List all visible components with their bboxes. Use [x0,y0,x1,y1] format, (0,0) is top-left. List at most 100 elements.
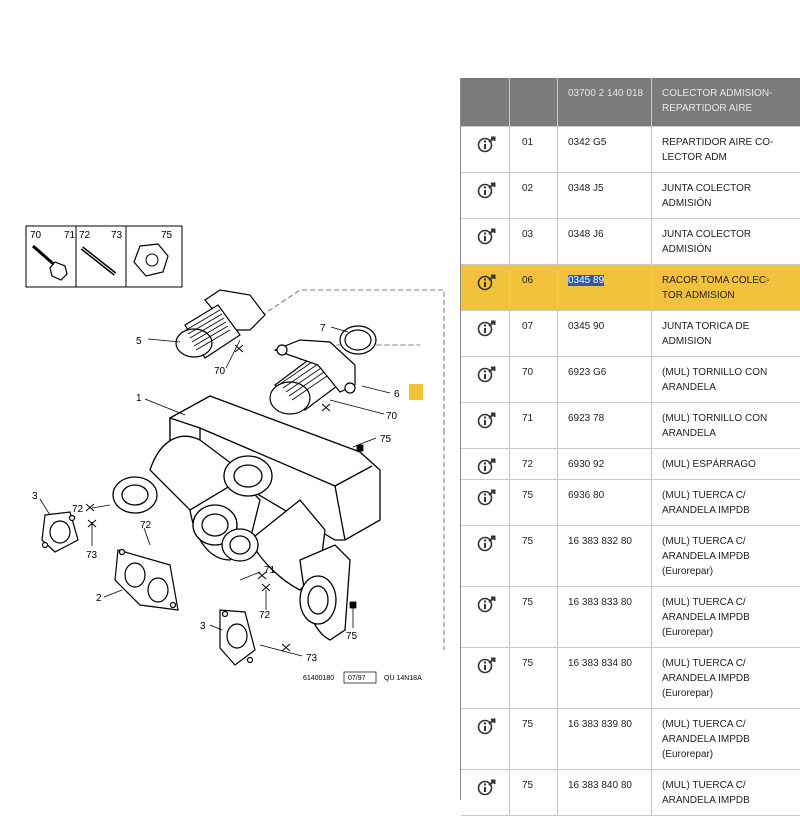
row-icon-cell[interactable] [461,709,510,770]
row-description: (MUL) TUERCA C/ ARANDELA IMPDB (Eurorepa… [652,648,800,708]
row-reference-cell[interactable]: 6923 78 [558,403,652,449]
info-arrow-icon[interactable] [477,534,499,552]
row-icon-cell[interactable] [461,770,510,816]
info-arrow-icon[interactable] [477,457,499,475]
callout-5: 5 [136,336,142,347]
table-row[interactable]: 02 0348 J5 JUNTA COLECTOR ADMISIÓN [461,173,800,219]
row-description: (MUL) TUERCA C/ ARANDELA IMPDB (Eurorepa… [652,526,800,586]
row-reference[interactable]: 0348 J5 [568,183,604,194]
row-reference[interactable]: 16 383 839 80 [568,719,632,730]
table-row[interactable]: 07 0345 90 JUNTA TORICA DE ADMISION [461,311,800,357]
row-reference-cell[interactable]: 16 383 839 80 [558,709,652,770]
table-row[interactable]: 72 6930 92 (MUL) ESPÁRRAGO [461,449,800,480]
info-arrow-icon[interactable] [477,656,499,674]
row-reference[interactable]: 0342 G5 [568,137,606,148]
row-reference-wrap: 0345 89 [558,265,651,295]
row-reference[interactable]: 0345 89 [568,275,604,286]
info-arrow-icon[interactable] [477,319,499,337]
row-icon-cell[interactable] [461,357,510,403]
row-reference[interactable]: 6923 G6 [568,367,606,378]
row-reference-cell[interactable]: 16 383 840 80 [558,770,652,816]
row-reference-cell[interactable]: 0342 G5 [558,127,652,173]
legend-75: 75 [161,230,173,241]
table-row[interactable]: 75 16 383 840 80 (MUL) TUERCA C/ ARANDEL… [461,770,800,816]
row-description-cell: (MUL) TORNILLO CON ARANDELA [652,357,800,403]
row-icon-cell[interactable] [461,219,510,265]
row-description: RACOR TOMA COLEC- TOR ADMISION [652,265,800,310]
row-reference[interactable]: 6923 78 [568,413,604,424]
diagram-date: 07/97 [348,675,366,682]
info-arrow-icon[interactable] [477,227,499,245]
row-reference[interactable]: 6936 80 [568,490,604,501]
table-row[interactable]: 75 16 383 839 80 (MUL) TUERCA C/ ARANDEL… [461,709,800,770]
header-desc-col: COLECTOR ADMISION- REPARTIDOR AIRE [652,78,800,127]
table-row[interactable]: 01 0342 G5 REPARTIDOR AIRE CO- LECTOR AD… [461,127,800,173]
row-number-cell: 75 [510,648,558,709]
table-row[interactable]: 75 16 383 832 80 (MUL) TUERCA C/ ARANDEL… [461,526,800,587]
row-icon-cell[interactable] [461,480,510,526]
row-reference-cell[interactable]: 0348 J5 [558,173,652,219]
info-arrow-icon[interactable] [477,717,499,735]
row-reference-cell[interactable]: 0348 J6 [558,219,652,265]
diagram-footer: 61400180 07/97 QU 14N18A [303,672,422,683]
row-reference-wrap: 16 383 839 80 [558,709,651,739]
row-reference[interactable]: 16 383 840 80 [568,780,632,791]
fastener-legend: 70 71 72 73 75 [26,226,182,287]
row-icon-cell[interactable] [461,648,510,709]
row-number: 01 [510,127,557,157]
table-row[interactable]: 75 6936 80 (MUL) TUERCA C/ ARANDELA IMPD… [461,480,800,526]
info-arrow-icon[interactable] [477,135,499,153]
row-icon-cell[interactable] [461,127,510,173]
row-reference-cell[interactable]: 6936 80 [558,480,652,526]
table-row-selected[interactable]: 06 0345 89 RACOR TOMA COLEC- TOR ADMISIO… [461,265,800,311]
row-reference[interactable]: 0348 J6 [568,229,604,240]
row-reference-cell[interactable]: 16 383 834 80 [558,648,652,709]
info-arrow-icon[interactable] [477,411,499,429]
row-description-cell: (MUL) TUERCA C/ ARANDELA IMPDB (Eurorepa… [652,526,800,587]
callout-7: 7 [320,323,326,334]
bolt-icon [33,246,67,280]
table-row[interactable]: 70 6923 G6 (MUL) TORNILLO CON ARANDELA [461,357,800,403]
row-reference-wrap: 0342 G5 [558,127,651,157]
row-reference-wrap: 16 383 834 80 [558,648,651,678]
row-reference-cell[interactable]: 0345 90 [558,311,652,357]
row-reference[interactable]: 16 383 834 80 [568,658,632,669]
row-icon-cell[interactable] [461,526,510,587]
row-number-cell: 71 [510,403,558,449]
table-row[interactable]: 75 16 383 834 80 (MUL) TUERCA C/ ARANDEL… [461,648,800,709]
row-reference-cell[interactable]: 0345 89 [558,265,652,311]
info-arrow-icon[interactable] [477,273,499,291]
info-arrow-icon[interactable] [477,595,499,613]
row-reference[interactable]: 16 383 833 80 [568,597,632,608]
table-row[interactable]: 03 0348 J6 JUNTA COLECTOR ADMISIÓN [461,219,800,265]
row-icon-cell[interactable] [461,587,510,648]
info-arrow-icon[interactable] [477,488,499,506]
row-icon-cell[interactable] [461,403,510,449]
row-number: 75 [510,709,557,739]
row-number: 07 [510,311,557,341]
row-description-cell: JUNTA COLECTOR ADMISIÓN [652,173,800,219]
row-icon-cell[interactable] [461,265,510,311]
row-icon-cell[interactable] [461,311,510,357]
row-number: 75 [510,480,557,510]
table-row[interactable]: 75 16 383 833 80 (MUL) TUERCA C/ ARANDEL… [461,587,800,648]
row-icon-cell[interactable] [461,449,510,480]
row-reference-cell[interactable]: 6930 92 [558,449,652,480]
row-reference[interactable]: 6930 92 [568,459,604,470]
table-row[interactable]: 71 6923 78 (MUL) TORNILLO CON ARANDELA [461,403,800,449]
row-reference-cell[interactable]: 6923 G6 [558,357,652,403]
parts-list-panel: 03700 2 140 018 COLECTOR ADMISION- REPAR… [460,78,800,800]
info-arrow-icon[interactable] [477,778,499,796]
row-icon-cell[interactable] [461,173,510,219]
row-reference[interactable]: 0345 90 [568,321,604,332]
info-arrow-icon[interactable] [477,181,499,199]
row-number-cell: 70 [510,357,558,403]
info-arrow-icon[interactable] [477,365,499,383]
row-description-cell: (MUL) TUERCA C/ ARANDELA IMPDB [652,480,800,526]
row-reference-cell[interactable]: 16 383 832 80 [558,526,652,587]
row-number-cell: 75 [510,587,558,648]
row-reference[interactable]: 16 383 832 80 [568,536,632,547]
legend-73: 73 [111,230,123,241]
row-reference-cell[interactable]: 16 383 833 80 [558,587,652,648]
diagram-code: 61400180 [303,675,334,682]
